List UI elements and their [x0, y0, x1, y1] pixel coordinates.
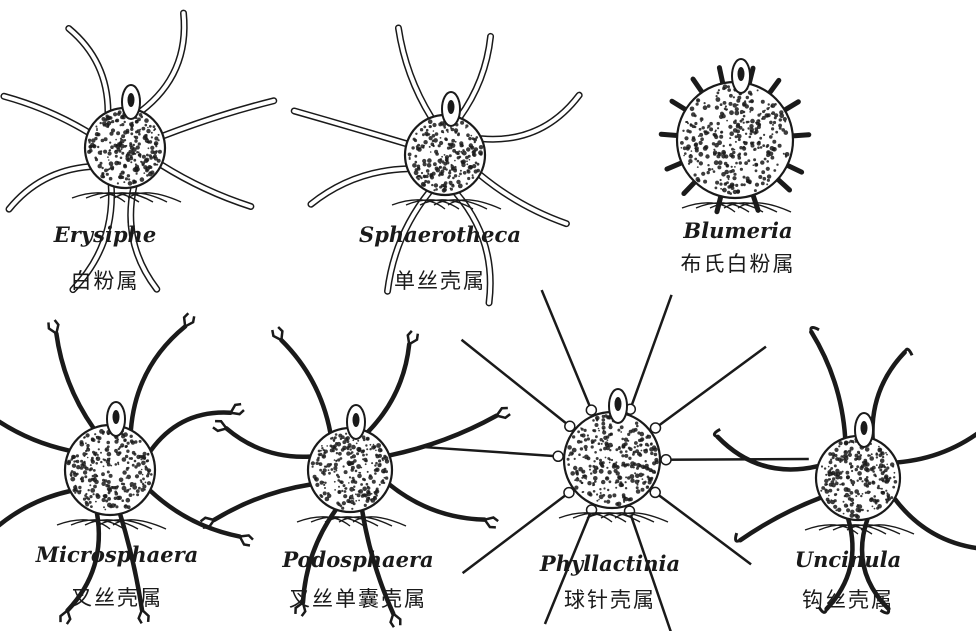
uncinula-chinese-name: 钩丝壳属 — [758, 584, 938, 614]
uncinula-latin-name: Uncinula — [758, 547, 938, 572]
